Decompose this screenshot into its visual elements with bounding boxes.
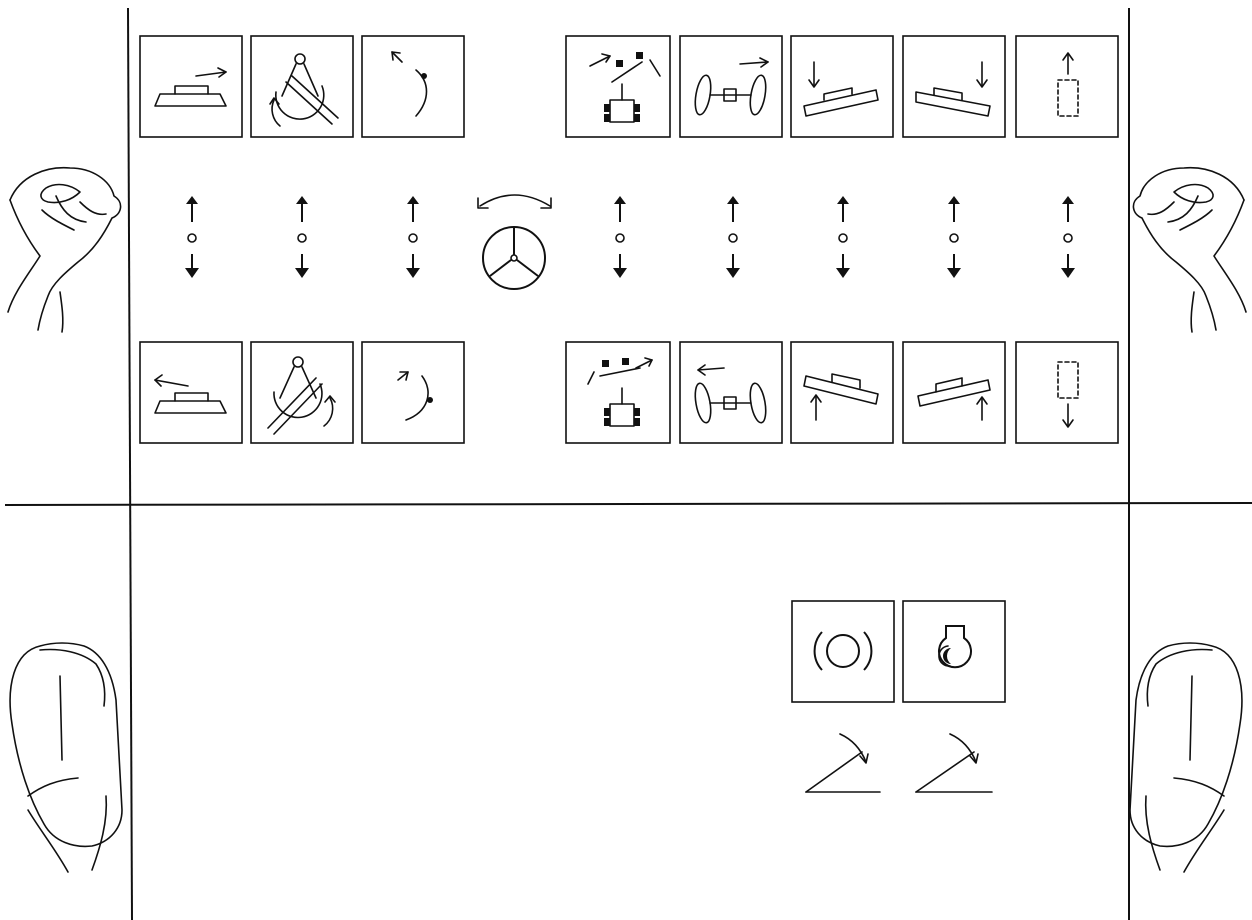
control-blade-raise-left: [791, 342, 893, 443]
control-blade-raise-right: [903, 342, 1005, 443]
control-brake: [792, 601, 894, 702]
left-hand-icon: [8, 168, 121, 332]
pedal-brake-icon: [806, 734, 880, 792]
control-blade-lower-right: [903, 36, 1005, 137]
lever-7: [947, 196, 961, 278]
control-ripper-up: [1016, 36, 1118, 137]
control-blade-shift-right: [140, 36, 242, 137]
pedal-inching-icon: [916, 734, 992, 792]
control-blade-pitch-back: [251, 342, 353, 443]
control-circle-rotate-right: [362, 342, 464, 443]
control-frame-articulation-right: [566, 36, 670, 137]
steering-wheel-icon: [478, 195, 551, 289]
lever-5: [726, 196, 740, 278]
lever-3: [406, 196, 420, 278]
control-frame-articulation-left: [566, 342, 670, 443]
control-ripper-down: [1016, 342, 1118, 443]
left-foot-icon: [10, 643, 122, 872]
lever-8: [1061, 196, 1075, 278]
lever-6: [836, 196, 850, 278]
right-foot-icon: [1130, 643, 1242, 872]
panel-frame: [5, 8, 1252, 920]
control-blade-pitch-forward: [251, 36, 353, 137]
control-blade-lower-left: [791, 36, 893, 137]
lever-2: [295, 196, 309, 278]
control-circle-rotate-left: [362, 36, 464, 137]
control-blade-shift-left: [140, 342, 242, 443]
right-hand-icon: [1133, 168, 1246, 332]
lever-4: [613, 196, 627, 278]
control-inching: [903, 601, 1005, 702]
control-wheel-lean-right: [680, 36, 782, 137]
control-wheel-lean-left: [680, 342, 782, 443]
lever-row: [185, 196, 1075, 278]
lever-1: [185, 196, 199, 278]
